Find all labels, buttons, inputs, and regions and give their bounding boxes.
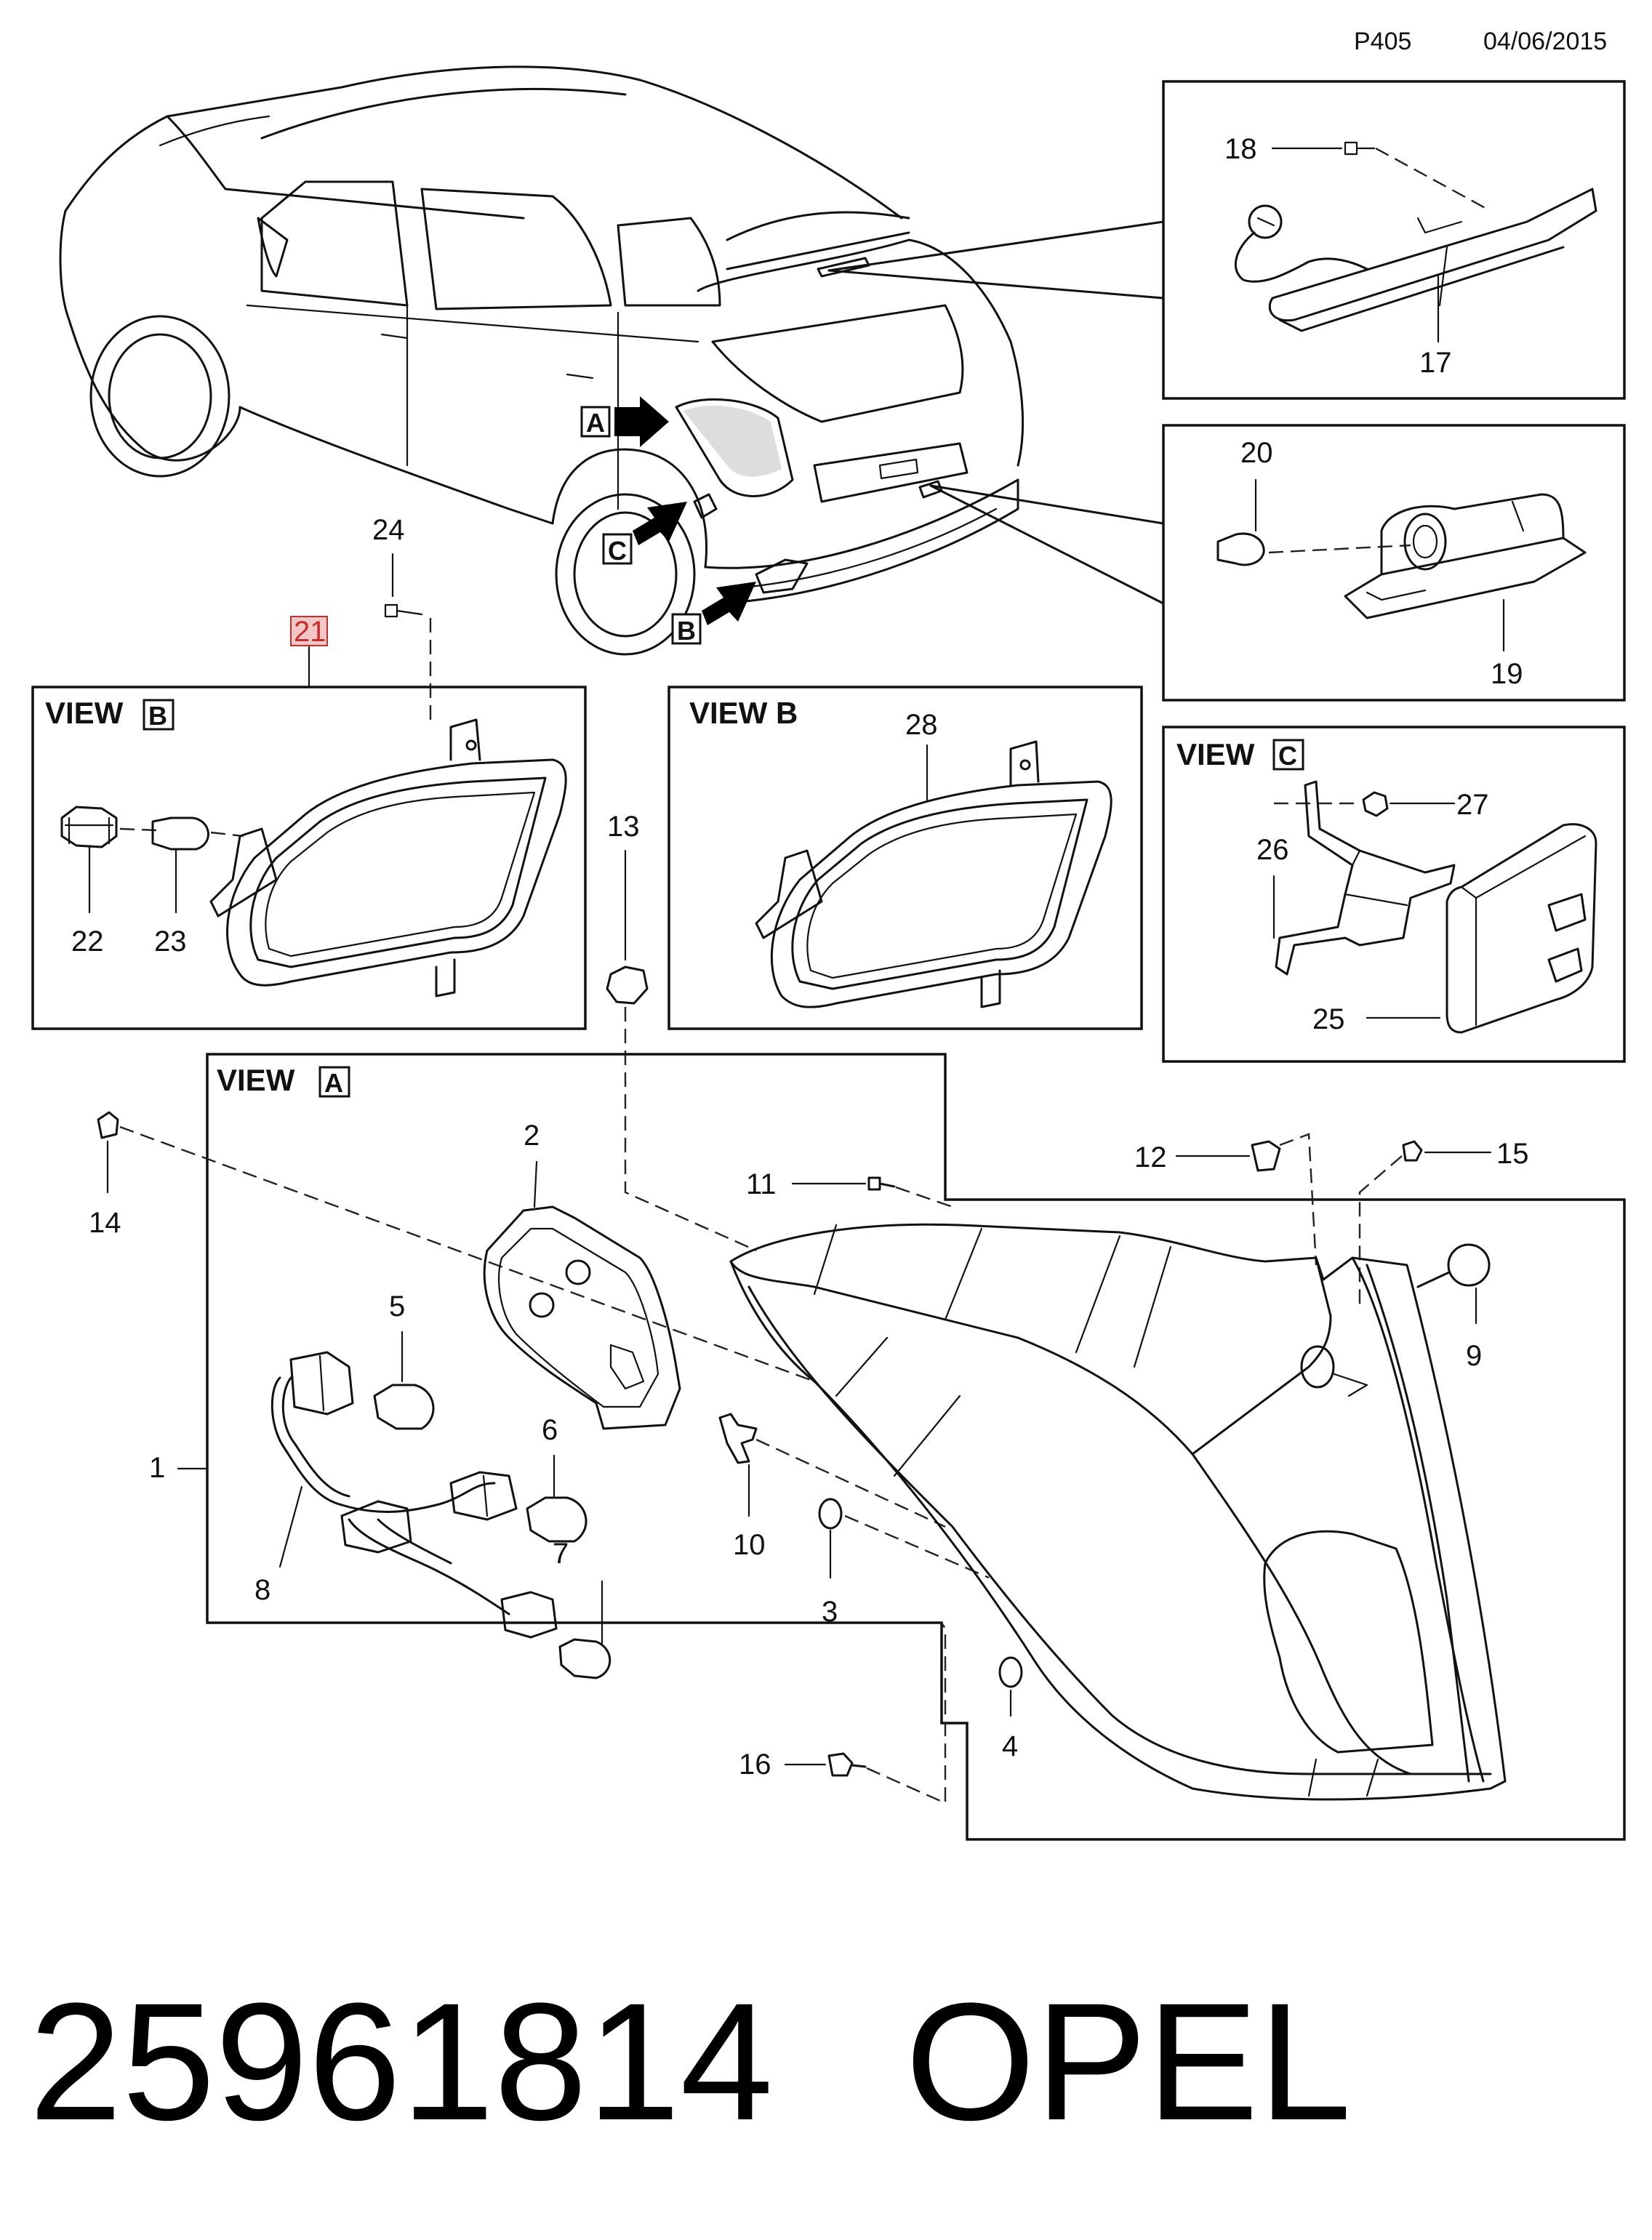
callout-12: 12 — [1134, 1141, 1167, 1173]
callout-20: 20 — [1240, 437, 1273, 469]
callout-8: 8 — [254, 1574, 270, 1606]
part-number: 25961814 — [29, 1968, 773, 2155]
marker-a-letter: A — [586, 408, 605, 438]
vehicle-illustration — [59, 65, 1025, 656]
callout-23: 23 — [154, 926, 187, 958]
callout-10: 10 — [733, 1529, 766, 1561]
callout-9: 9 — [1466, 1340, 1482, 1372]
callout-3: 3 — [822, 1596, 838, 1628]
view-a-letter: A — [324, 1068, 343, 1098]
callout-7: 7 — [553, 1538, 569, 1570]
diagram-date: 04/06/2015 — [1483, 28, 1607, 55]
view-c-letter: C — [1278, 741, 1297, 771]
view-b-left-prefix: VIEW — [45, 696, 124, 730]
marker-c-letter: C — [608, 536, 627, 566]
callout-21: 21 — [294, 616, 326, 648]
view-b-right-label: VIEW B — [689, 696, 798, 730]
callout-17: 17 — [1419, 347, 1452, 379]
callout-2: 2 — [524, 1120, 540, 1152]
view-c-prefix: VIEW — [1176, 737, 1255, 771]
callout-22: 22 — [71, 926, 104, 958]
panel-view-b-left: VIEW B 22 23 — [31, 686, 587, 1030]
callout-21-highlight — [290, 616, 328, 646]
callout-14: 14 — [89, 1207, 121, 1239]
arrow-c-icon — [633, 502, 687, 545]
marker-b-letter: B — [677, 616, 696, 646]
callout-13: 13 — [607, 811, 640, 843]
marker-b: B — [671, 582, 756, 646]
panel-view-b-right: VIEW B 28 — [667, 686, 1143, 1030]
marker-c: C — [602, 502, 687, 566]
callout-28: 28 — [905, 709, 938, 741]
callout-6: 6 — [542, 1414, 558, 1446]
callout-15: 15 — [1496, 1138, 1529, 1170]
callout-19: 19 — [1491, 658, 1523, 690]
arrow-a-icon — [614, 396, 669, 447]
marker-a: A — [580, 396, 669, 447]
panel-view-a: VIEW A 1 14 2 5 6 7 — [89, 1053, 1626, 1841]
callout-4: 4 — [1002, 1730, 1018, 1762]
callout-18: 18 — [1224, 133, 1257, 165]
panel-view-c: VIEW C 27 26 25 — [1162, 726, 1626, 1063]
brand-name: OPEL — [905, 1968, 1352, 2155]
callout-11: 11 — [746, 1168, 777, 1200]
panel-high-mount-stop-lamp: 18 17 — [1162, 80, 1626, 400]
view-b-left-letter: B — [148, 701, 167, 731]
callout-5: 5 — [389, 1290, 405, 1322]
view-a-prefix: VIEW — [217, 1063, 295, 1097]
arrow-b-icon — [702, 582, 756, 625]
callout-27: 27 — [1456, 789, 1489, 821]
panel-license-lamp: 20 19 — [1162, 424, 1626, 702]
callout-16: 16 — [739, 1749, 771, 1781]
callout-1: 1 — [149, 1452, 165, 1484]
page-code: P405 — [1354, 28, 1411, 55]
callout-24: 24 — [372, 514, 405, 546]
callout-25: 25 — [1312, 1003, 1345, 1035]
callout-26: 26 — [1256, 834, 1289, 866]
